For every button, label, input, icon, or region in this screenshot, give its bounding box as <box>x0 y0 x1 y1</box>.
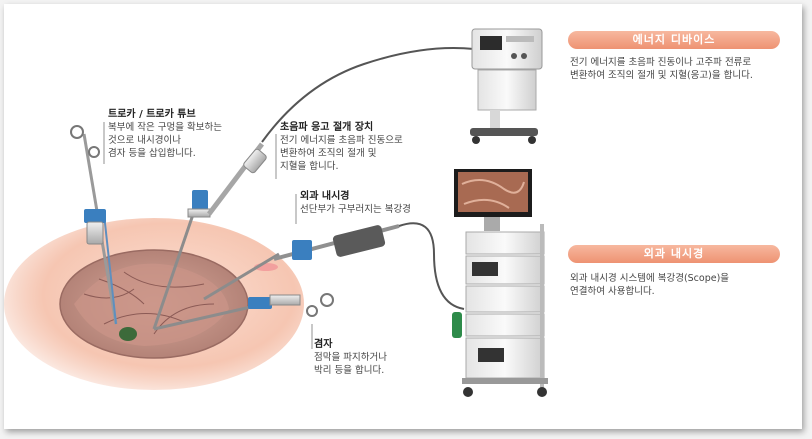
trocar-desc-line: 것으로 내시경이나 <box>108 134 222 147</box>
trocar-callout: 트로카 / 트로카 튜브 복부에 작은 구멍을 확보하는 것으로 내시경이나 겸… <box>108 108 222 160</box>
energy-device-desc: 전기 에너지를 초음파 진동이나 고주파 전류로 변환하여 조직의 절개 및 지… <box>570 56 753 82</box>
ultrasonic-desc-line: 지혈을 합니다. <box>280 160 403 173</box>
diagram-frame: 트로카 / 트로카 튜브 복부에 작은 구멍을 확보하는 것으로 내시경이나 겸… <box>4 4 802 429</box>
energy-device-badge: 에너지 디바이스 <box>568 31 780 49</box>
scope-title: 외과 내시경 <box>300 190 411 203</box>
endoscope-desc: 외과 내시경 시스템에 복강경(Scope)을 연결하여 사용합니다. <box>570 272 729 298</box>
ultrasonic-desc-line: 전기 에너지를 초음파 진동으로 <box>280 134 403 147</box>
trocar-title: 트로카 / 트로카 튜브 <box>108 108 222 121</box>
endoscope-tower <box>452 169 548 397</box>
forceps-desc-line: 점막을 파지하거나 <box>314 351 387 364</box>
endoscope-desc-line: 외과 내시경 시스템에 복강경(Scope)을 <box>570 272 729 285</box>
scope-callout: 외과 내시경 선단부가 구부러지는 복강경 <box>300 190 411 216</box>
energy-desc-line: 전기 에너지를 초음파 진동이나 고주파 전류로 <box>570 56 753 69</box>
energy-desc-line: 변환하여 조직의 절개 및 지혈(응고)을 합니다. <box>570 69 753 82</box>
ultrasonic-title: 초음파 응고 절개 장치 <box>280 121 403 134</box>
forceps-title: 겸자 <box>314 338 387 351</box>
ultrasonic-callout: 초음파 응고 절개 장치 전기 에너지를 초음파 진동으로 변환하여 조직의 절… <box>280 121 403 173</box>
endoscope-desc-line: 연결하여 사용합니다. <box>570 285 729 298</box>
scope-desc-line: 선단부가 구부러지는 복강경 <box>300 203 411 216</box>
ultrasonic-desc-line: 변환하여 조직의 절개 및 <box>280 147 403 160</box>
energy-generator-cart <box>470 29 542 144</box>
forceps-callout: 겸자 점막을 파지하거나 박리 등을 합니다. <box>314 338 387 377</box>
forceps-desc-line: 박리 등을 합니다. <box>314 364 387 377</box>
trocar-desc-line: 겸자 등을 삽입합니다. <box>108 147 222 160</box>
trocar-desc-line: 복부에 작은 구멍을 확보하는 <box>108 121 222 134</box>
endoscope-badge: 외과 내시경 <box>568 245 780 263</box>
